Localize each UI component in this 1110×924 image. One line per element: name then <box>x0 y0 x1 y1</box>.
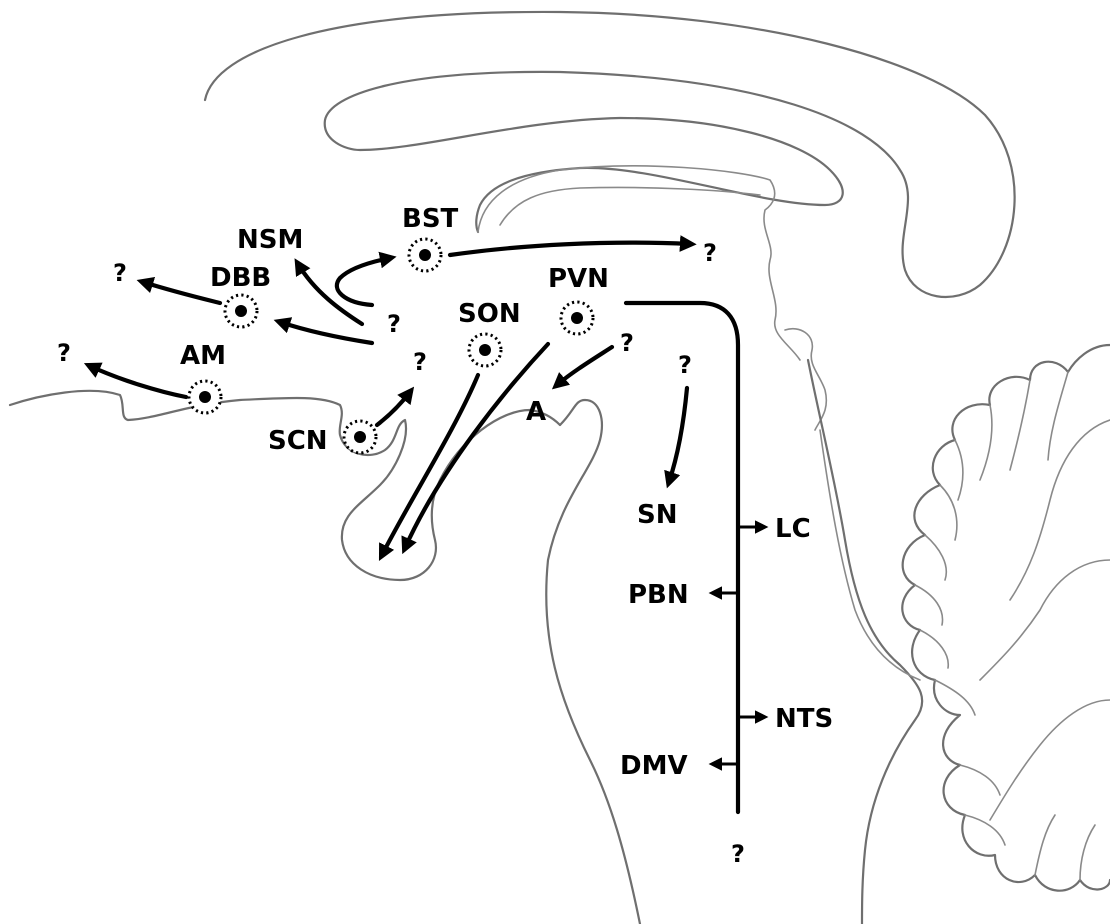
unknown-target-dbb: ? <box>113 259 127 287</box>
label-dbb: DBB <box>210 263 271 293</box>
cerebellum <box>902 345 1110 891</box>
cerebellum-folia-2 <box>980 560 1110 680</box>
label-son: SON <box>458 299 521 329</box>
nucleus-bst-marker <box>409 239 441 271</box>
son-posterior-pituitary-arrow <box>382 375 478 555</box>
pvn-descending-pathway <box>626 303 763 812</box>
to-sn-arrow <box>669 388 687 482</box>
brainstem-posterior <box>808 360 922 924</box>
bst-projection-arrow <box>450 243 690 255</box>
unknown-target-descending: ? <box>731 840 745 868</box>
label-pbn: PBN <box>628 580 689 610</box>
to-nsm-arrow <box>298 264 362 324</box>
pvn-descending-tract <box>626 303 738 812</box>
nucleus-scn-marker <box>344 421 376 453</box>
to-a-arrow <box>557 347 612 385</box>
fornix-line <box>500 187 760 225</box>
unknown-origin-nsm-dbb: ? <box>387 310 401 338</box>
to-bst-arrow <box>337 258 390 305</box>
label-nts: NTS <box>775 704 833 734</box>
label-dmv: DMV <box>620 751 688 781</box>
dbb-projection-arrow <box>143 282 220 303</box>
label-lc: LC <box>775 514 811 544</box>
label-sn: SN <box>637 500 678 530</box>
label-nsm: NSM <box>237 225 303 255</box>
cerebellum-folia-3 <box>990 700 1110 820</box>
cerebellum-folia-1 <box>1010 420 1110 600</box>
label-am: AM <box>180 341 226 371</box>
unknown-target-scn: ? <box>413 348 427 376</box>
cerebellum-outline <box>902 345 1110 891</box>
unknown-target-am: ? <box>57 339 71 367</box>
forebrain-base <box>10 391 560 580</box>
nucleus-am-marker <box>189 381 221 413</box>
label-scn: SCN <box>268 426 328 456</box>
label-pvn: PVN <box>548 264 609 294</box>
nucleus-son-marker <box>469 334 501 366</box>
label-bst: BST <box>402 204 459 234</box>
unknown-origin-a: ? <box>620 329 634 357</box>
to-dbb-arrow <box>280 322 372 343</box>
cortex-outer-arc <box>205 12 1015 297</box>
unknown-origin-sn: ? <box>678 351 692 379</box>
labels: BST NSM DBB AM SON PVN SCN A SN LC PBN N… <box>57 204 833 868</box>
midbrain-ridge <box>546 400 640 924</box>
label-a: A <box>526 397 546 427</box>
nucleus-pvn-marker <box>561 302 593 334</box>
nucleus-dbb-marker <box>225 295 257 327</box>
unknown-target-bst: ? <box>703 239 717 267</box>
brain-outline <box>10 12 1015 924</box>
